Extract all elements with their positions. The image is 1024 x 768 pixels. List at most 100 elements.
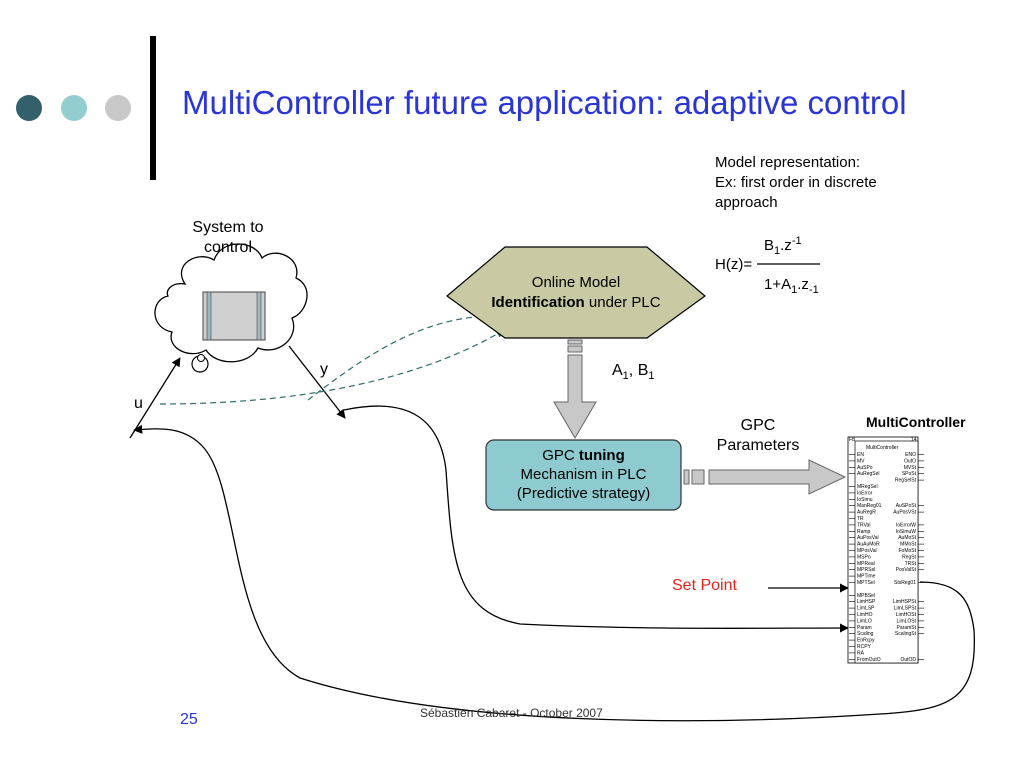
fbd-output-label: IoSimuW xyxy=(896,529,917,535)
identification-hexagon xyxy=(446,246,706,339)
model-representation: Model representation: Ex: first order in… xyxy=(715,153,877,213)
fbd-input-label: AuSPo xyxy=(857,465,873,471)
params-label: A1, B1 xyxy=(612,362,654,382)
tuning-pre: GPC xyxy=(542,447,579,464)
fbd-input-label: LimLO xyxy=(857,618,872,624)
gpc-parameters-line1: GPC xyxy=(740,417,776,434)
fbd-input-label: MPosVal xyxy=(857,548,877,554)
system-label: System to control xyxy=(168,218,288,258)
set-point-label: Set Point xyxy=(672,577,737,594)
den-sub: 1 xyxy=(791,284,798,296)
fbd-input-label: ManReg01 xyxy=(857,503,882,509)
fbd-input-label: LimHO xyxy=(857,612,873,618)
fbd-output-label: FoMoSt xyxy=(898,548,916,554)
den-sub2: -1 xyxy=(808,284,819,296)
dashed-y-to-identification xyxy=(307,311,495,401)
footer-text: Sébastien Cabaret - October 2007 xyxy=(420,706,603,720)
fbd-input-label: AuRegSel xyxy=(857,471,880,477)
fbd-input-label: MSPo xyxy=(857,554,871,560)
fbd-output-label: LimLSPSt xyxy=(894,606,917,612)
num-z: .z xyxy=(780,237,792,254)
tuning-bold: tuning xyxy=(578,447,625,464)
fbd-input-label: AuAuMoR xyxy=(857,542,880,548)
fbd-output-label: AuPosVSt xyxy=(893,510,916,516)
tuning-line2: Mechanism in PLC xyxy=(520,466,647,483)
fbd-output-label: LimHSPSt xyxy=(893,599,917,605)
fbd-input-label: MPRSel xyxy=(857,567,875,573)
fbd-input-label: RCPY xyxy=(857,644,872,650)
fbd-input-label: EN xyxy=(857,452,864,458)
num-sub: 1 xyxy=(774,245,781,257)
fbd-output-label: AuSPoSt xyxy=(896,503,917,509)
u-input-arrow xyxy=(129,357,181,439)
fbd-output-label: OutO xyxy=(904,458,916,464)
gpc-parameters-label: GPC Parameters xyxy=(700,416,816,456)
system-label-line2: control xyxy=(203,239,253,256)
fbd-block-name: MultiController xyxy=(866,445,899,451)
fbd-input-label: IoError xyxy=(857,490,873,496)
fbd-input-label: IoSimu xyxy=(857,497,873,503)
fbd-input-label: MPBSel xyxy=(857,593,875,599)
fbd-output-label: PosValSt xyxy=(896,567,917,573)
fbd-input-label: LimHSP xyxy=(857,599,876,605)
num-sup: -1 xyxy=(791,235,802,247)
model-numerator: B1.z-1 xyxy=(764,235,802,257)
fbd-input-label: MRegSel xyxy=(857,484,878,490)
model-denominator: 1+A1.z-1 xyxy=(764,276,819,296)
fbd-output-label: SPoSt xyxy=(902,471,917,477)
identification-rest: under PLC xyxy=(584,294,661,311)
fbd-input-label: LimLSP xyxy=(857,606,875,612)
fbd-output-label: LimLOSt xyxy=(897,618,917,624)
fbd-input-label: MPTime xyxy=(857,574,876,580)
fbd-output-label: TRSt xyxy=(905,561,917,567)
model-line1: Model representation: xyxy=(715,154,861,171)
right-block-arrow xyxy=(683,459,847,495)
decor-dot-dark xyxy=(16,95,42,121)
decor-dot-light xyxy=(105,95,131,121)
tuning-text: GPC tuning Mechanism in PLC (Predictive … xyxy=(486,446,681,503)
fbd-output-label: AuMoSt xyxy=(898,535,916,541)
fbd-input-label: MPTSel xyxy=(857,580,875,586)
fbd-output-label: ScalingSt xyxy=(895,631,917,637)
tuning-box xyxy=(485,439,682,511)
y-output-arrow xyxy=(288,345,346,419)
fbd-output-label: StsReg01 xyxy=(894,580,916,586)
title-bar xyxy=(150,36,156,180)
gpc-parameters-line2: Parameters xyxy=(716,437,800,454)
fbd-header-left: FB xyxy=(849,437,856,443)
identification-text: Online Model Identification under PLC xyxy=(470,273,682,313)
identification-line2: Identification under PLC xyxy=(470,293,682,313)
feedback-controller-to-u xyxy=(133,424,976,722)
den-z: .z xyxy=(797,276,809,293)
fbd-input-label: Ramp xyxy=(857,529,871,535)
fbd-input-label: Param xyxy=(857,625,872,631)
fbd-output-label: MVSt xyxy=(904,465,917,471)
fbd-output-label: IoErrorW xyxy=(896,522,916,528)
decor-dot-mid xyxy=(61,95,87,121)
fbd-input-label: TRVal xyxy=(857,522,870,528)
slide-title: MultiController future application: adap… xyxy=(182,84,907,121)
model-lhs: H(z)= xyxy=(715,256,753,273)
fbd-input-label: RA xyxy=(857,650,865,656)
fbd-input-label: FromOutO xyxy=(857,657,881,663)
feedback-y-to-controller xyxy=(343,405,849,633)
multicontroller-fbd-block: FB 14 MultiController ENMVAuSPoAuRegSelM… xyxy=(847,436,924,664)
tuning-line1: GPC tuning xyxy=(486,446,681,465)
fbd-input-label: AuPosVal xyxy=(857,535,879,541)
model-line3: approach xyxy=(715,194,778,211)
param-sep: , B xyxy=(628,362,649,379)
num-b: B xyxy=(764,237,775,254)
fbd-output-label: RegSt xyxy=(902,554,917,560)
fbd-input-label: EnRcpy xyxy=(857,638,875,644)
multicontroller-label: MultiController xyxy=(866,414,966,430)
fbd-input-label: MPReal xyxy=(857,561,875,567)
model-line2: Ex: first order in discrete xyxy=(715,174,877,191)
param-a-sub: 1 xyxy=(622,370,629,383)
fbd-header-right: 14 xyxy=(911,437,917,443)
param-a: A xyxy=(612,362,623,379)
system-label-line1: System to xyxy=(192,219,264,236)
fbd-output-label: ParamSt xyxy=(897,625,917,631)
identification-line1: Online Model xyxy=(531,274,621,291)
